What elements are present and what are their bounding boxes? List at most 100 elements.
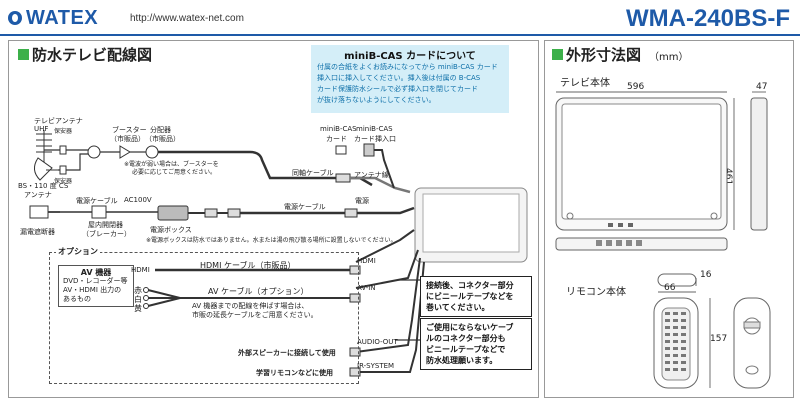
dimension-drawing <box>555 91 771 389</box>
section-square-icon <box>18 49 29 60</box>
tv-width-dim: 596 <box>627 82 645 92</box>
unused-note-line-4: 防水処理願います。 <box>426 356 498 365</box>
tv-side-outline <box>750 97 768 231</box>
model-number: WMA-240BS-F <box>625 5 790 32</box>
antenna-line <box>350 176 411 194</box>
leak-breaker-label: 漏電遮断器 <box>20 228 55 236</box>
av-device-line-3: あるもの <box>63 295 91 303</box>
rca-red-label: 赤 <box>134 286 142 295</box>
watex-logo-icon <box>8 11 22 25</box>
rca-white-label: 白 <box>134 295 142 304</box>
wiring-title-text: 防水テレビ配線図 <box>32 46 153 64</box>
leak-breaker-icon <box>29 205 49 219</box>
booster-sub-label: （市販品） <box>110 135 145 143</box>
remote-width-dim: 66 <box>664 283 676 293</box>
av-in-port-label: AV-IN <box>357 284 376 292</box>
unused-note-line-1: ご使用にならないケーブ <box>426 323 514 332</box>
power-label: 電源 <box>355 197 369 205</box>
mixer-icon <box>87 145 101 159</box>
connector-tape-note: 接続後、コネクター部分 にビニールテープなどを 巻いてください。 <box>420 276 532 317</box>
audio-out-port-label: AUDIO-OUT <box>357 338 398 346</box>
booster-note-2: 必要に応じてご用意ください。 <box>132 169 217 176</box>
bcas-slot-icon <box>363 143 375 157</box>
splitter-sub-label: （市販品） <box>145 135 180 143</box>
remote-depth-dim: 16 <box>700 270 712 280</box>
remote-height-dim: 157 <box>710 334 728 344</box>
antenna-line-label: アンテナ線 <box>354 171 389 179</box>
coax-cable <box>158 150 373 187</box>
hdmi-port-label: HDMI <box>357 257 376 265</box>
protector-label-2: 保安器 <box>54 178 73 185</box>
connector-note-line-3: 巻いてください。 <box>426 303 490 312</box>
unused-note-line-3: ビニールテープなどで <box>426 345 506 354</box>
rca-yellow-label: 黄 <box>134 304 142 313</box>
ir-system-port-label: IR-SYSTEM <box>357 362 395 370</box>
wiring-title: 防水テレビ配線図 <box>18 44 152 65</box>
tv-depth-dim: 47 <box>756 82 768 92</box>
bs-line <box>58 153 88 171</box>
power-cable-label: 電源ケーブル <box>76 197 118 205</box>
unused-cable-note: ご使用にならないケーブ ルのコネクター部分も ビニールテープなどで 防水処理願い… <box>420 318 532 370</box>
coax-label: 同軸ケーブル <box>292 169 334 177</box>
ac100v-label: AC100V <box>124 196 152 204</box>
brand-logo: WATEX <box>8 7 98 30</box>
splitter-label: 分配器 <box>150 126 171 134</box>
bcas-info-line-4: が抜け落ちないようにしてください。 <box>317 96 436 104</box>
power-box-note: ※電源ボックスは防水ではありません。水または湯の飛び散る場所に設置しないでくださ… <box>146 237 397 244</box>
section-square-icon <box>552 49 563 60</box>
indoor-switch-label: 屋内開閉器 <box>88 221 123 229</box>
booster-label: ブースター <box>112 126 147 134</box>
av-extension-note-2: 市販の延長ケーブルをご用意ください。 <box>192 311 318 319</box>
bs-antenna-label: アンテナ <box>24 191 52 199</box>
option-frame <box>49 252 359 384</box>
bcas-info-line-2: 挿入口に挿入してください。挿入後は付属の B-CAS <box>317 74 481 82</box>
uhf-label: UHF <box>34 125 49 133</box>
dimensions-title-text: 外形寸法図 <box>566 46 642 64</box>
wiring-diagram <box>29 130 528 377</box>
hdmi-cable-label: HDMI ケーブル（市販品） <box>200 261 296 270</box>
remote-use-label: 学習リモコンなどに使用 <box>256 369 333 377</box>
splitter-icon <box>145 145 159 159</box>
bcas-info-box: miniB-CAS カードについて 付属の合紙をよくお読みになってから mini… <box>311 45 509 113</box>
ext-speaker-label: 外部スピーカーに接続して使用 <box>238 349 336 357</box>
bcas-card-label-2: カード <box>326 135 347 143</box>
protector-icon <box>59 165 67 175</box>
bcas-slot-label-2: カード挿入口 <box>354 135 396 143</box>
bcas-info-line-1: 付属の合紙をよくお読みになってから miniB-CAS カード <box>317 63 498 71</box>
tv-body-label: テレビ本体 <box>560 78 610 89</box>
header-divider <box>0 34 800 36</box>
remote-body-label: リモコン本体 <box>566 287 626 298</box>
av-device-box: AV 機器 DVD・レコーダー等 AV・HDMI 出力の あるもの <box>58 265 134 307</box>
remote-back-outline <box>733 297 771 389</box>
protector-label-1: 保安器 <box>54 128 73 135</box>
bcas-info-heading: miniB-CAS カードについて <box>344 51 476 62</box>
option-label: オプション <box>56 246 100 257</box>
connector-note-line-1: 接続後、コネクター部分 <box>426 281 514 290</box>
av-device-title: AV 機器 <box>80 268 112 277</box>
bcas-card-label: miniB-CAS <box>320 125 357 133</box>
av-extension-note-1: AV 機器までの配線を伸ばす場合は、 <box>192 302 309 310</box>
dimensions-unit: （mm） <box>649 52 689 63</box>
tv-antenna-label: テレビアンテナ <box>34 117 83 125</box>
protector-icon <box>59 145 67 155</box>
connector-note-line-2: にビニールテープなどを <box>426 292 514 301</box>
breaker-label: （ブレーカー） <box>82 230 131 238</box>
bcas-card-icon <box>335 145 347 155</box>
hdmi-left-label: HDMI <box>131 266 150 274</box>
power-box-icon <box>157 205 189 221</box>
bcas-slot-label: miniB-CAS <box>356 125 393 133</box>
booster-note-1: ※電波が弱い場合は、ブースターを <box>124 161 219 168</box>
indoor-switch-icon <box>91 205 107 219</box>
website-url: http://www.watex-net.com <box>130 13 244 24</box>
power-box-label: 電源ボックス <box>150 226 192 234</box>
brand-name: WATEX <box>26 7 99 29</box>
bs-dish-icon <box>34 157 58 181</box>
power-cable-label-2: 電源ケーブル <box>284 203 326 211</box>
unused-note-line-2: ルのコネクター部分も <box>426 334 506 343</box>
bcas-info-line-3: カード保護防水シールで必ず挿入口を閉じてカード <box>317 85 478 93</box>
av-cable-label: AV ケーブル（オプション） <box>208 287 309 296</box>
bs-cs-label: BS・110 度 CS <box>18 182 69 190</box>
av-device-line-2: AV・HDMI 出力の <box>63 286 122 294</box>
av-device-line-1: DVD・レコーダー等 <box>63 277 128 285</box>
booster-icon <box>119 145 131 159</box>
